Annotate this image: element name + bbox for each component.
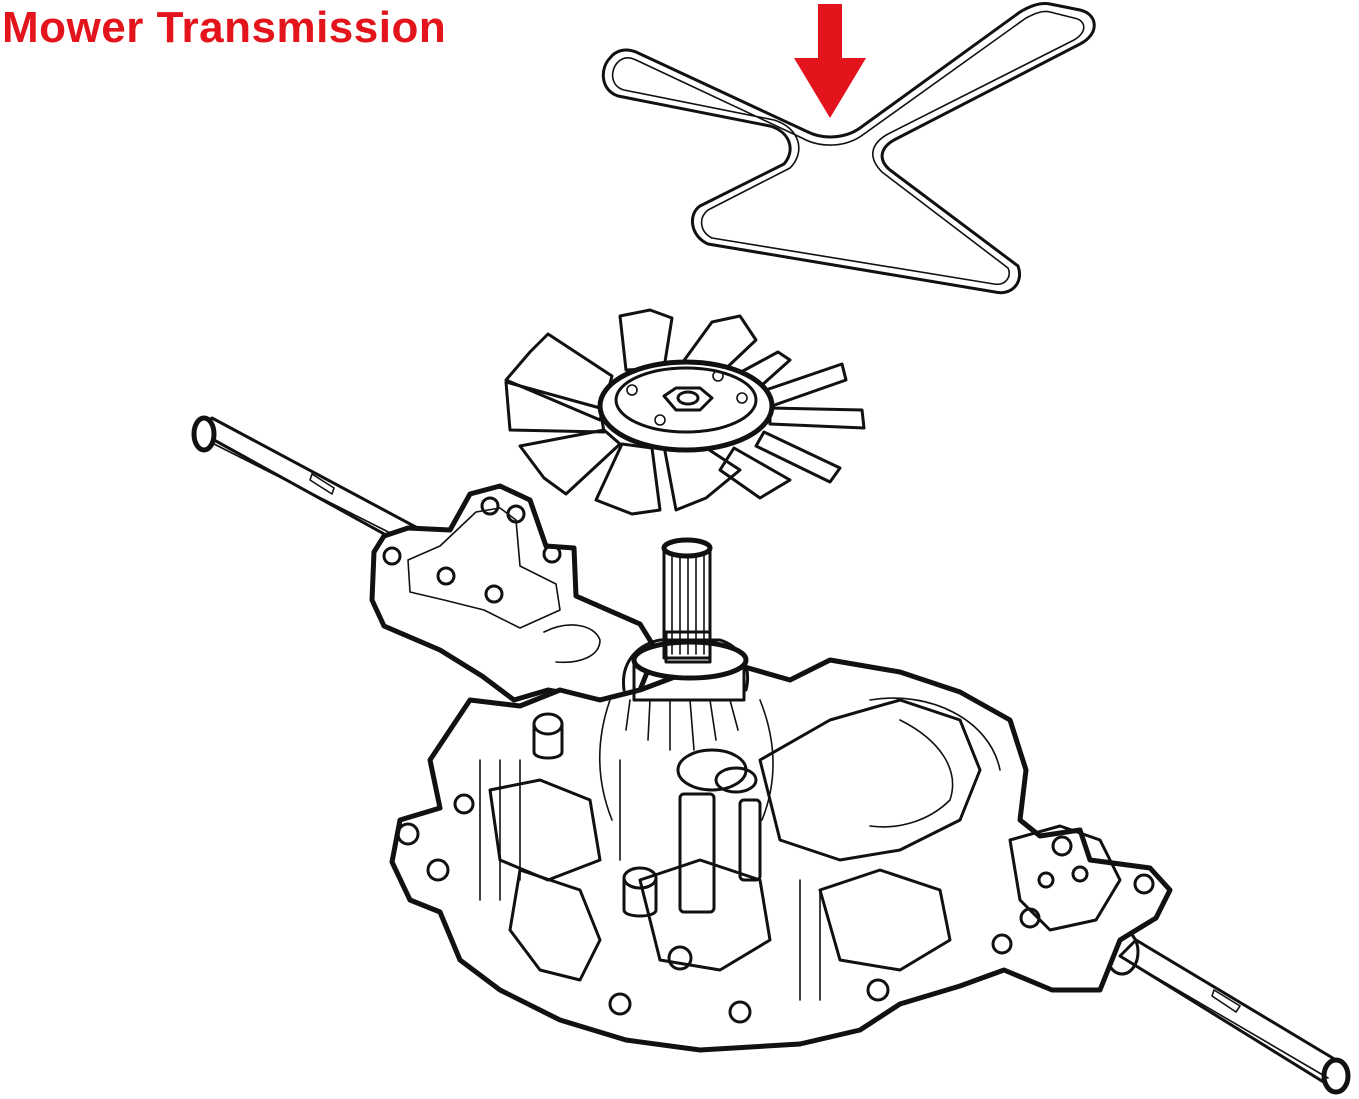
diagram-title: Mower Transmission [2, 3, 447, 52]
down-arrow-icon [794, 4, 866, 118]
right-axle [1104, 928, 1351, 1095]
gear-case [389, 657, 1173, 1053]
drive-belt [601, 2, 1096, 295]
input-shaft [598, 537, 774, 821]
left-axle-housing [369, 483, 659, 703]
cooling-fan [504, 308, 866, 516]
